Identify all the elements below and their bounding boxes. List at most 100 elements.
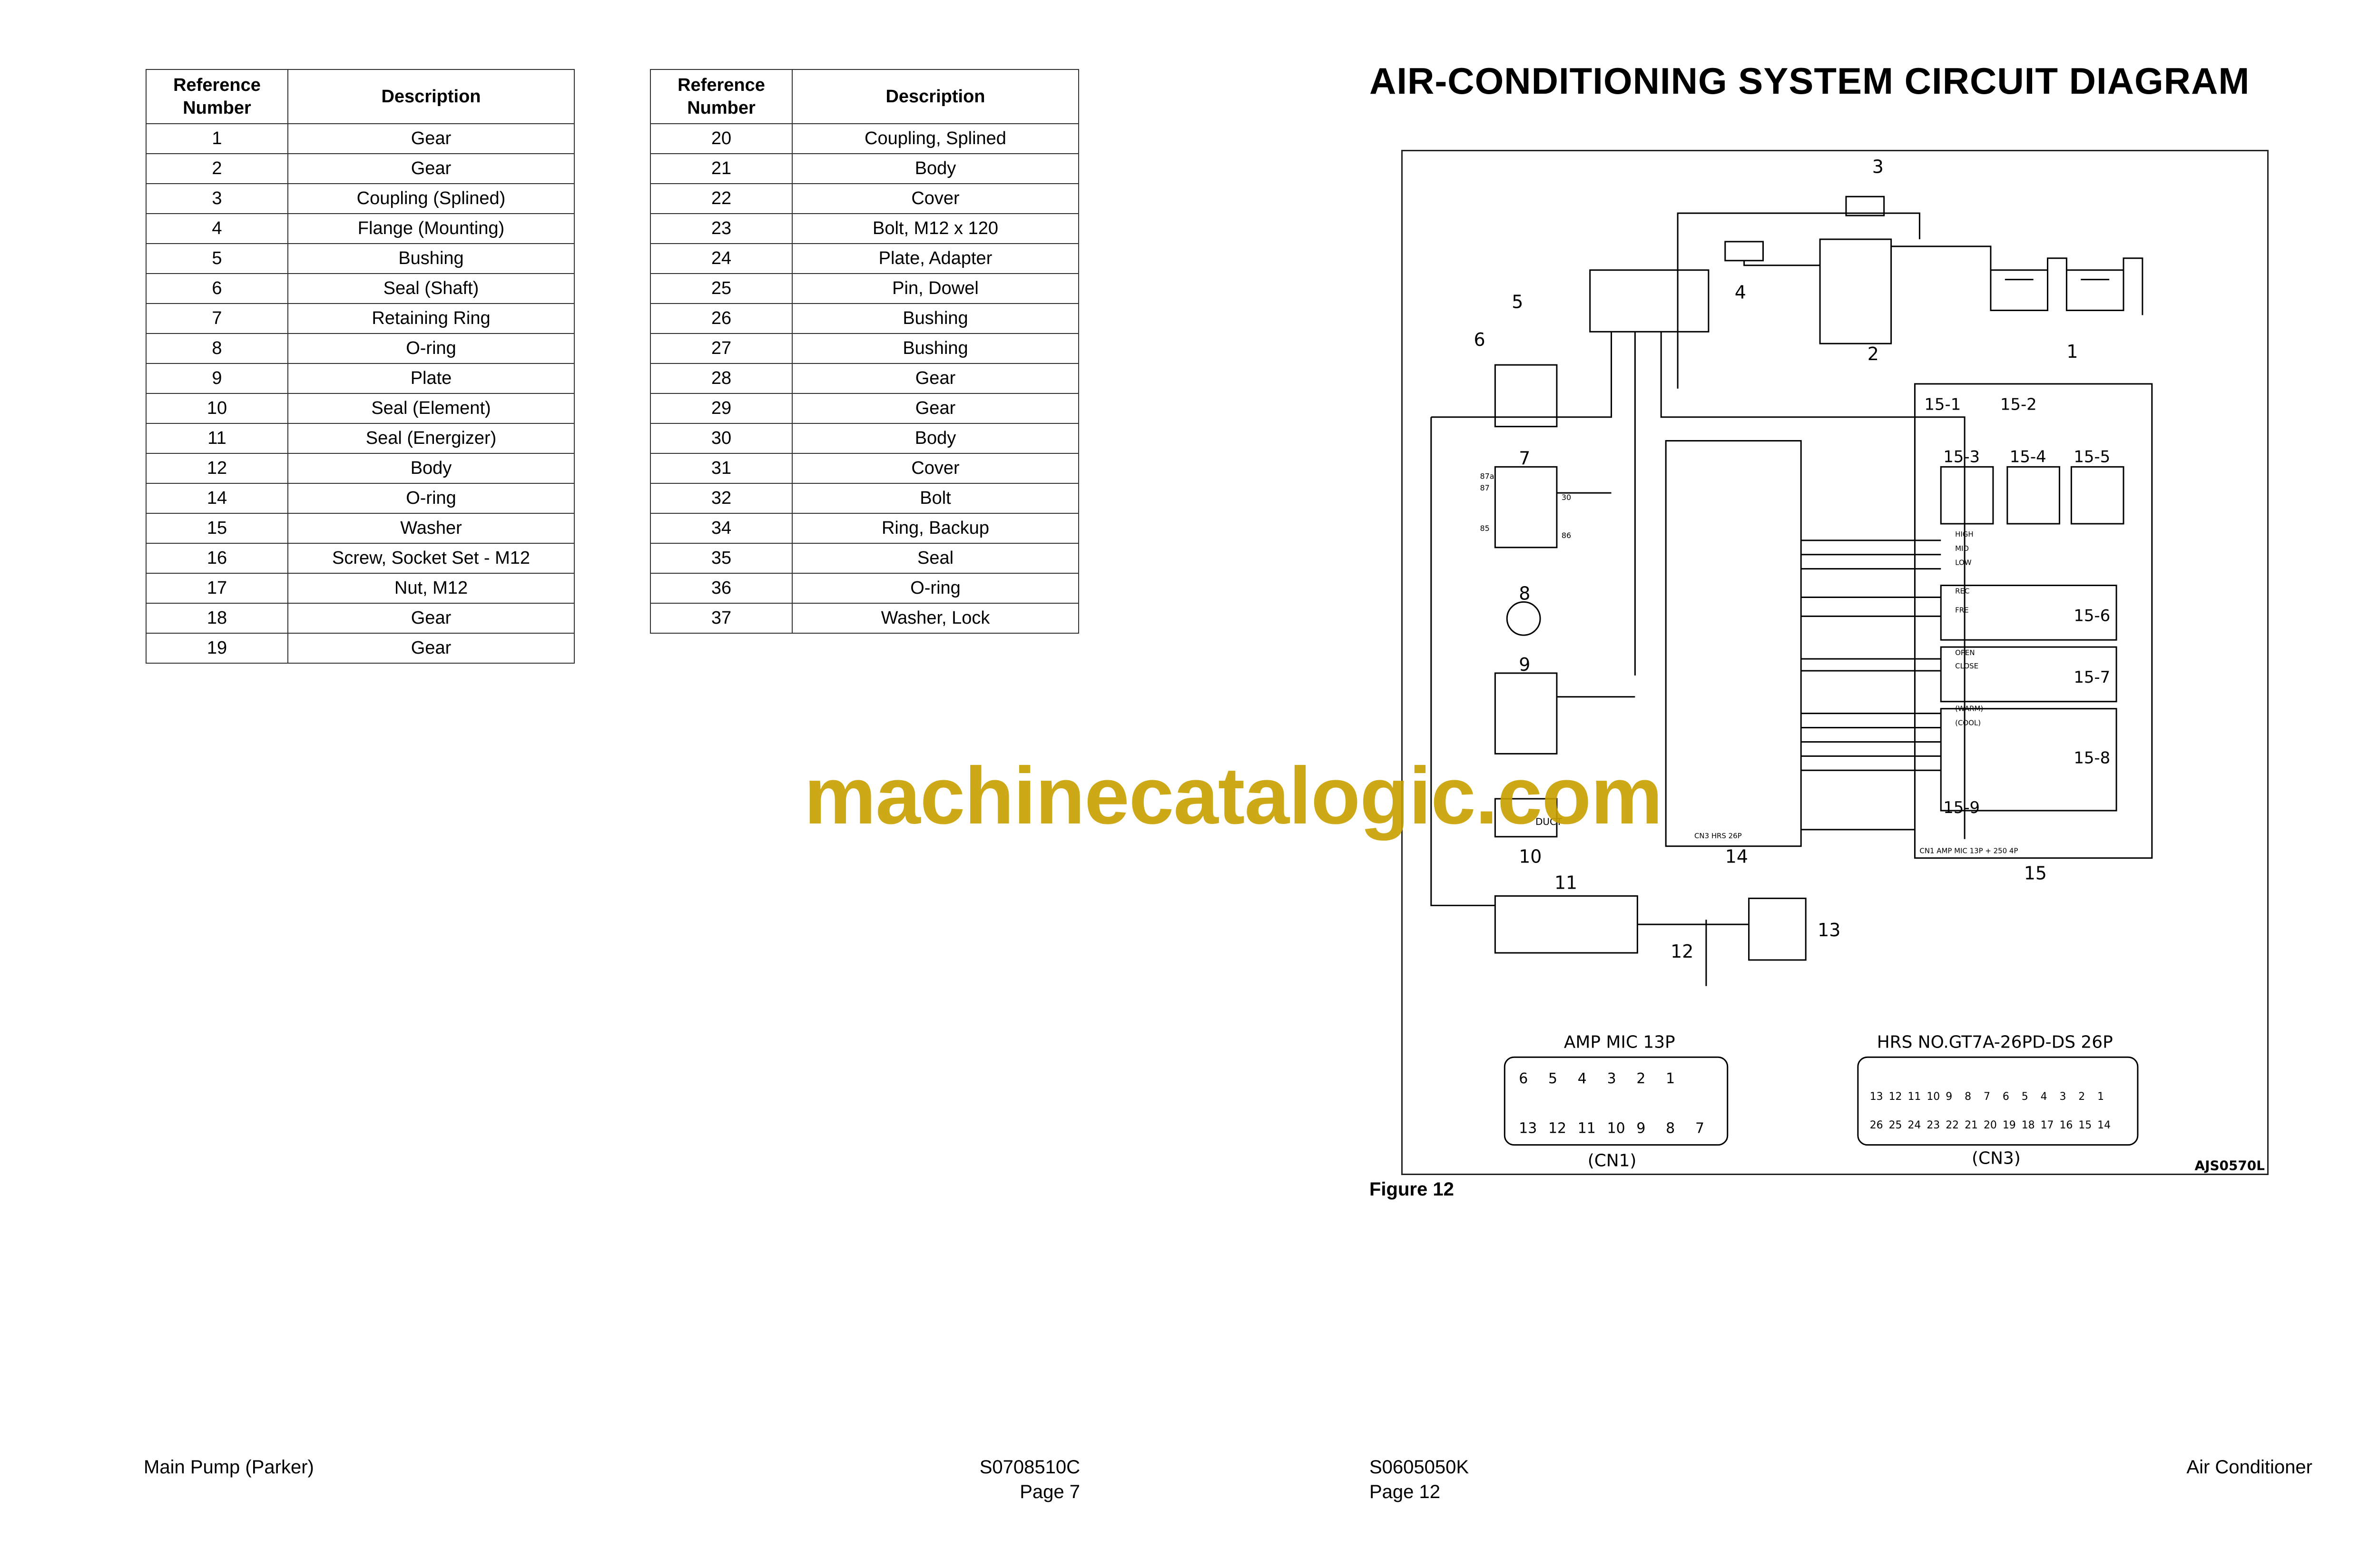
pin-number: 2 [2078, 1091, 2085, 1103]
description-cell: Cover [792, 183, 1079, 214]
callout-15-2: 15-2 [2000, 395, 2037, 414]
callout-15-5: 15-5 [2074, 447, 2110, 466]
callout-6: 6 [1474, 329, 1485, 350]
description-cell: Seal [792, 543, 1079, 574]
ref-number-cell: 24 [650, 243, 793, 274]
callout-15-7: 15-7 [2074, 668, 2110, 686]
description-cell: Body [287, 453, 575, 484]
description-cell: Plate [287, 363, 575, 394]
compressor-clutch [1748, 897, 1807, 961]
ref-number-cell: 3 [146, 183, 288, 214]
pin-number: 25 [1889, 1119, 1902, 1131]
footer-page-number: Page 12 [1369, 1481, 1441, 1502]
callout-15-6: 15-6 [2074, 606, 2110, 625]
relay-pin-30: 30 [1562, 493, 1571, 502]
pin-number: 11 [1907, 1091, 1921, 1103]
ref-number-cell: 28 [650, 363, 793, 394]
cn3-label: (CN3) [1972, 1149, 2021, 1168]
pin-number: 1 [1666, 1070, 1675, 1087]
description-cell: Screw, Socket Set - M12 [287, 543, 575, 574]
ref-number-cell: 12 [146, 453, 288, 484]
pin-number: 16 [2059, 1119, 2073, 1131]
ref-number-cell: 21 [650, 153, 793, 184]
callout-15: 15 [2024, 862, 2047, 883]
description-cell: Plate, Adapter [792, 243, 1079, 274]
fuse-3 [1845, 196, 1885, 216]
description-cell: Bushing [792, 333, 1079, 364]
description-cell: Washer [287, 513, 575, 544]
description-cell: Coupling, Splined [792, 123, 1079, 154]
pin-number: 12 [1548, 1120, 1566, 1137]
description-cell: Gear [792, 363, 1079, 394]
description-cell: Seal (Energizer) [287, 423, 575, 454]
ref-number-cell: 34 [650, 513, 793, 544]
pin-number: 8 [1965, 1091, 1971, 1103]
description-cell: Gear [287, 633, 575, 664]
footer-doc-number: S0605050K [1369, 1457, 1469, 1478]
description-cell: O-ring [287, 483, 575, 514]
description-cell: Seal (Shaft) [287, 273, 575, 304]
connector-cn3 [1857, 1056, 2139, 1146]
relay-7 [1494, 466, 1558, 549]
description-cell: Bushing [287, 243, 575, 274]
pin-number: 10 [1927, 1091, 1940, 1103]
ref-number-cell: 23 [650, 213, 793, 244]
pin-number: 6 [1519, 1070, 1528, 1087]
callout-5: 5 [1512, 291, 1523, 312]
ref-number-cell: 22 [650, 183, 793, 214]
watermark: machinecatalogic.com [804, 751, 1662, 841]
ref-number-cell: 30 [650, 423, 793, 454]
pin-number: 21 [1965, 1119, 1978, 1131]
page-title: AIR-CONDITIONING SYSTEM CIRCUIT DIAGRAM [1369, 60, 2250, 102]
signal-warm: (WARM) [1955, 705, 1983, 713]
ref-number-cell: 29 [650, 393, 793, 424]
duct-sensor [1494, 798, 1558, 838]
ref-number-cell: 16 [146, 543, 288, 574]
callout-3: 3 [1872, 156, 1884, 177]
ref-number-cell: 9 [146, 363, 288, 394]
description-cell: Flange (Mounting) [287, 213, 575, 244]
callout-13: 13 [1818, 920, 1840, 941]
motor-8 [1506, 601, 1541, 636]
callout-14: 14 [1725, 846, 1748, 867]
header-description: Description [287, 69, 575, 124]
ref-number-cell: 14 [146, 483, 288, 514]
pin-number: 6 [2003, 1091, 2009, 1103]
duct-label: DUCT [1535, 816, 1563, 827]
pin-number: 15 [2078, 1119, 2092, 1131]
circuit-diagram-drawing: 3 1 2 4 5 6 7 8 9 10 11 12 13 14 15 15-1… [1430, 156, 2265, 1173]
relay-pin-85: 85 [1480, 524, 1489, 533]
description-cell: Gear [287, 153, 575, 184]
pin-number: 13 [1870, 1091, 1883, 1103]
controller-connector-label: CN3 HRS 26P [1694, 832, 1742, 840]
description-cell: Bolt [792, 483, 1079, 514]
description-cell: O-ring [287, 333, 575, 364]
callout-1: 1 [2066, 341, 2078, 362]
fuse-box [1589, 269, 1710, 333]
description-cell: Washer, Lock [792, 603, 1079, 634]
pin-number: 23 [1927, 1119, 1940, 1131]
pin-number: 3 [1607, 1070, 1616, 1087]
pin-number: 4 [1578, 1070, 1587, 1087]
pin-number: 1 [2097, 1091, 2104, 1103]
pin-number: 11 [1578, 1120, 1596, 1137]
footer-page-number: Page 7 [1020, 1481, 1080, 1502]
ref-number-cell: 37 [650, 603, 793, 634]
ref-number-cell: 11 [146, 423, 288, 454]
pin-number: 2 [1636, 1070, 1645, 1087]
